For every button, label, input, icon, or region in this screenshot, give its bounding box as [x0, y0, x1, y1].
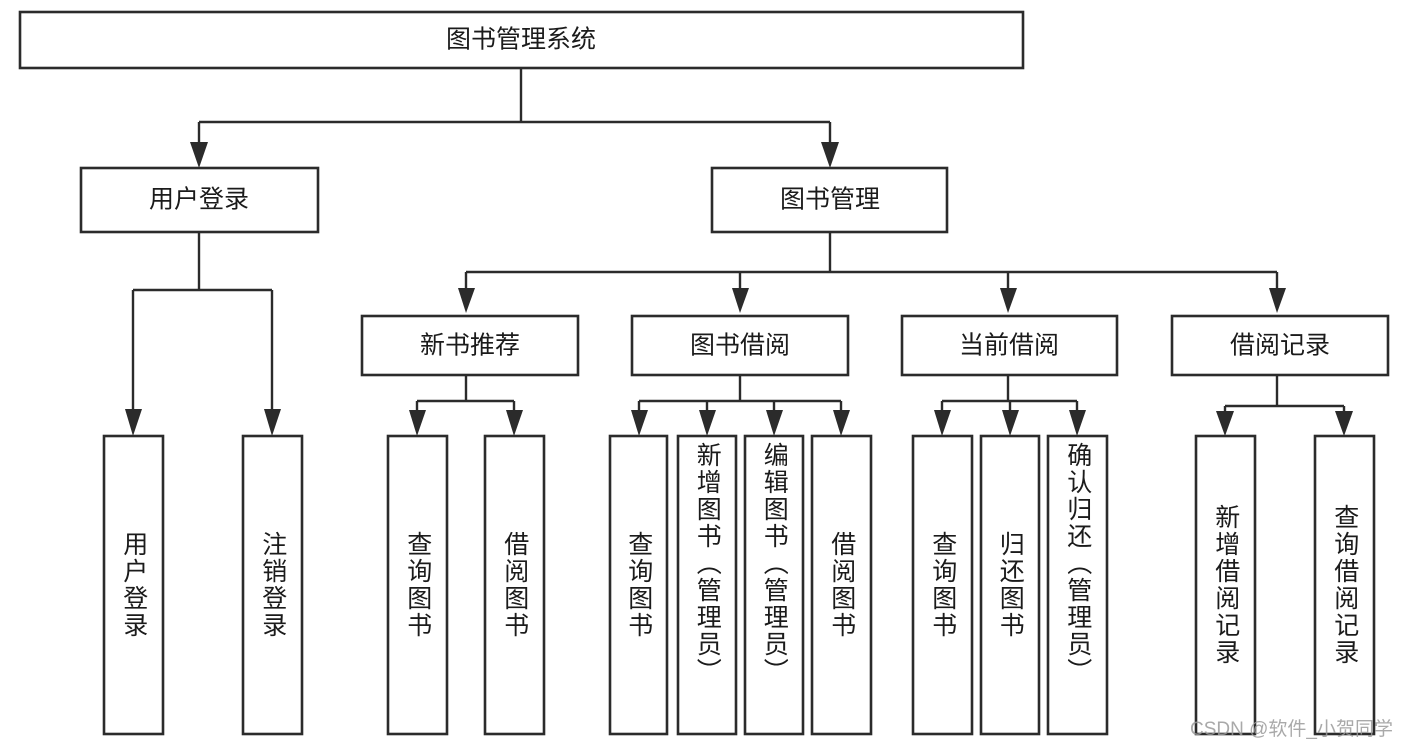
leaf-query-book-2-box[interactable] [608, 434, 669, 736]
node-new-book-recommend-box[interactable] [360, 314, 580, 377]
arrow-head-leaf-edit-book [766, 410, 783, 436]
arrow-head-current-borrow [1000, 288, 1017, 313]
node-borrow-record-label: 借阅记录 [1230, 332, 1330, 360]
node-book-manage-label: 图书管理 [780, 186, 880, 214]
leaf-query-book-3-box[interactable] [911, 434, 974, 736]
leaf-logout-box[interactable] [241, 434, 304, 736]
arrow-head-leaf-return-book [1002, 410, 1019, 436]
leaf-add-book-box[interactable] [676, 434, 738, 736]
node-root[interactable]: 图书管理系统 [18, 10, 1025, 70]
leaf-query-record-box[interactable] [1313, 434, 1376, 736]
node-book-borrow-box[interactable] [630, 314, 850, 377]
leaf-user-login-box[interactable] [102, 434, 165, 736]
connector-group-current-borrow-to-leaves [934, 375, 1086, 436]
arrow-head-leaf-borrow-book-2 [833, 410, 850, 436]
node-book-borrow-label: 图书借阅 [690, 332, 790, 360]
connector-group-user-login-to-leaves [125, 232, 281, 436]
node-book-borrow[interactable]: 图书借阅 [630, 314, 850, 377]
node-user-login-label: 用户登录 [149, 186, 249, 214]
node-book-manage-box[interactable] [710, 166, 949, 234]
leaf-borrow-book-2-box[interactable] [810, 434, 873, 736]
arrow-head-user-login [190, 142, 208, 168]
arrow-head-new-book-recommend [458, 288, 475, 313]
node-user-login-box[interactable] [79, 166, 320, 234]
node-user-login[interactable]: 用户登录 [79, 166, 320, 234]
node-current-borrow[interactable]: 当前借阅 [900, 314, 1119, 377]
arrow-head-leaf-user-login [125, 409, 142, 436]
leaf-edit-book-box[interactable] [743, 434, 805, 736]
arrow-head-leaf-borrow-book-1 [506, 410, 523, 436]
arrow-head-leaf-query-book-2 [631, 410, 648, 436]
node-new-book-recommend[interactable]: 新书推荐 [360, 314, 580, 377]
leaf-borrow-book-1-box[interactable] [483, 434, 546, 736]
connector-group-book-borrow-to-leaves [631, 375, 850, 436]
leaf-return-book-box[interactable] [979, 434, 1041, 736]
arrow-head-leaf-query-book-1 [409, 410, 426, 436]
arrow-head-leaf-query-book-3 [934, 410, 951, 436]
connector-group-borrow-record-to-leaves [1216, 375, 1353, 436]
arrow-head-borrow-record [1269, 288, 1286, 313]
leaf-confirm-return-box[interactable] [1046, 434, 1109, 736]
node-root-box[interactable] [18, 10, 1025, 70]
node-root-label: 图书管理系统 [446, 26, 596, 54]
arrow-head-book-manage [821, 142, 839, 168]
node-book-manage[interactable]: 图书管理 [710, 166, 949, 234]
node-borrow-record[interactable]: 借阅记录 [1170, 314, 1390, 377]
arrow-head-leaf-add-book [699, 410, 716, 436]
leaf-box-group [102, 434, 1376, 736]
connector-group-book-manage-to-level3 [458, 232, 1286, 313]
arrow-head-leaf-query-record [1335, 411, 1353, 436]
arrow-head-leaf-confirm-return [1069, 410, 1086, 436]
leaf-query-book-1-box[interactable] [386, 434, 449, 736]
connector-group-new-book-to-leaves [409, 375, 523, 436]
arrow-head-book-borrow [732, 288, 749, 313]
node-current-borrow-box[interactable] [900, 314, 1119, 377]
arrow-head-leaf-logout [264, 409, 281, 436]
node-borrow-record-box[interactable] [1170, 314, 1390, 377]
leaf-add-record-box[interactable] [1194, 434, 1257, 736]
connector-group-root-to-level2 [190, 68, 839, 168]
node-new-book-recommend-label: 新书推荐 [420, 332, 520, 360]
arrow-head-leaf-add-record [1216, 411, 1234, 436]
node-current-borrow-label: 当前借阅 [959, 332, 1059, 360]
